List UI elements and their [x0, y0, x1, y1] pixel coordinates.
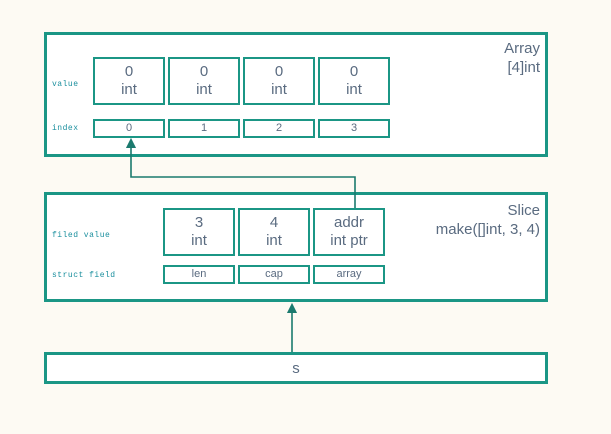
slice-caption-line1: Slice — [507, 202, 540, 219]
slice-cap-main: 4 — [269, 214, 279, 231]
array-value-sub: int — [346, 81, 362, 98]
array-value-main: 0 — [199, 63, 209, 80]
array-value-main: 0 — [124, 63, 134, 80]
slice-field-cell-cap: cap — [238, 265, 310, 284]
slice-array-sub: int ptr — [330, 232, 368, 249]
array-value-row: 0 int 0 int 0 int 0 int — [93, 57, 390, 105]
slice-field-row-label: struct field — [52, 271, 116, 280]
array-value-sub: int — [196, 81, 212, 98]
array-value-sub: int — [121, 81, 137, 98]
slice-array-value-cell: addr int ptr — [313, 208, 385, 256]
slice-caption: Slice make([]int, 3, 4) — [350, 201, 540, 239]
array-value-cell: 0 int — [93, 57, 165, 105]
array-value-sub: int — [271, 81, 287, 98]
array-index-row: 0 1 2 3 — [93, 119, 390, 138]
slice-cap-sub: int — [266, 232, 282, 249]
array-index-row-label: index — [52, 124, 79, 133]
array-index-cell: 0 — [93, 119, 165, 138]
array-value-cell: 0 int — [318, 57, 390, 105]
array-caption: Array [4]int — [400, 39, 540, 77]
variable-label: s — [292, 359, 300, 377]
slice-value-row-label: filed value — [52, 231, 111, 240]
slice-field-cell-len: len — [163, 265, 235, 284]
slice-field-cell-array: array — [313, 265, 385, 284]
slice-array-main: addr — [333, 214, 365, 231]
array-index-cell: 2 — [243, 119, 315, 138]
array-value-main: 0 — [274, 63, 284, 80]
array-value-row-label: value — [52, 80, 79, 89]
array-value-cell: 0 int — [168, 57, 240, 105]
variable-box: s — [44, 352, 548, 384]
slice-caption-line2: make([]int, 3, 4) — [435, 221, 540, 238]
array-caption-line1: Array — [504, 40, 540, 57]
array-value-cell: 0 int — [243, 57, 315, 105]
slice-len-value-cell: 3 int — [163, 208, 235, 256]
array-value-main: 0 — [349, 63, 359, 80]
array-index-cell: 1 — [168, 119, 240, 138]
array-index-cell: 3 — [318, 119, 390, 138]
slice-cap-value-cell: 4 int — [238, 208, 310, 256]
slice-len-sub: int — [191, 232, 207, 249]
slice-len-main: 3 — [194, 214, 204, 231]
slice-value-row: 3 int 4 int addr int ptr — [163, 208, 385, 256]
slice-field-row: len cap array — [163, 265, 385, 284]
array-caption-line2: [4]int — [507, 59, 540, 76]
